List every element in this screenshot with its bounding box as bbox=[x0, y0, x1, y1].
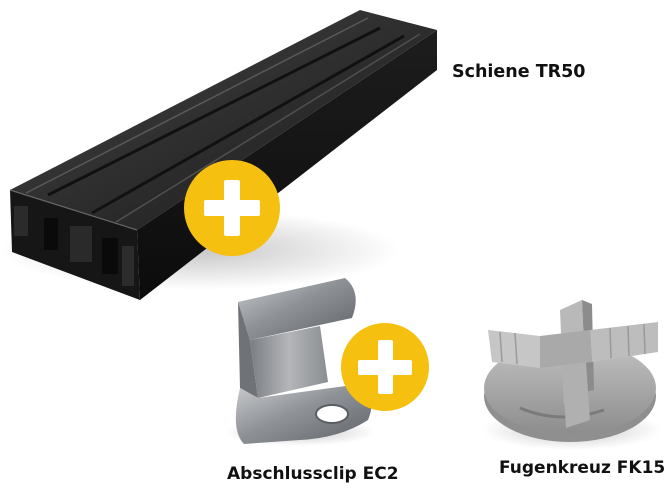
cross-product-label: Fugenkreuz FK15 bbox=[499, 458, 666, 478]
plus-icon bbox=[341, 323, 429, 411]
rail-product-label: Schiene TR50 bbox=[452, 62, 586, 82]
end-clip-image bbox=[224, 278, 376, 446]
clip-product-label: Abschlussclip EC2 bbox=[227, 464, 399, 484]
joint-cross-spacer-image bbox=[482, 300, 662, 450]
aluminum-rail-profile-image bbox=[0, 10, 437, 300]
plus-icon bbox=[184, 160, 280, 256]
